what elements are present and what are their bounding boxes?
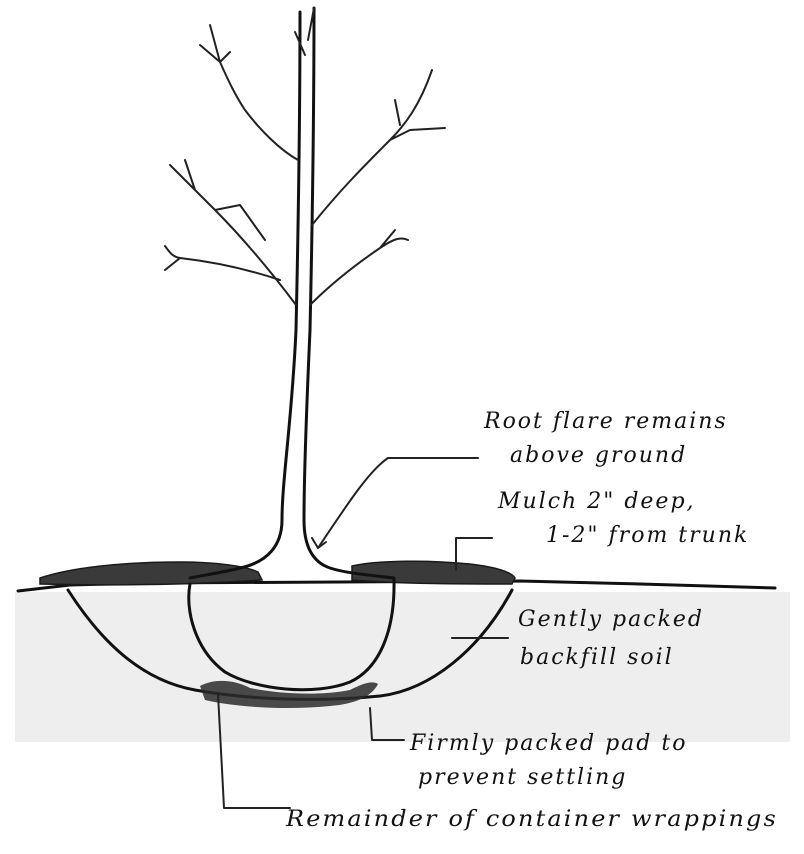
root-flare-label-line1: Root flare remains: [483, 409, 728, 434]
backfill-label-line2: backfill soil: [520, 645, 674, 670]
branch-left-main: [170, 160, 296, 305]
mulch-left: [40, 562, 262, 585]
branch-right-lower: [310, 230, 408, 305]
root-flare-label-line2: above ground: [510, 443, 687, 468]
branch-right-upper: [312, 70, 445, 225]
mulch-label-line1: Mulch 2" deep,: [497, 489, 696, 514]
pad-label-line2: prevent settling: [418, 765, 627, 790]
wrappings-label: Remainder of container wrappings: [285, 807, 778, 832]
pad-label-line1: Firmly packed pad to: [409, 731, 687, 756]
branch-upper-left: [200, 25, 298, 160]
mulch-right: [352, 561, 515, 584]
trunk-right-edge: [304, 8, 394, 578]
trunk-left-edge: [190, 12, 300, 578]
mulch-label-line2: 1-2" from trunk: [546, 523, 749, 548]
backfill-label-line1: Gently packed: [518, 607, 704, 632]
branch-top-tip: [295, 8, 314, 55]
root-flare-leader: [312, 458, 478, 548]
